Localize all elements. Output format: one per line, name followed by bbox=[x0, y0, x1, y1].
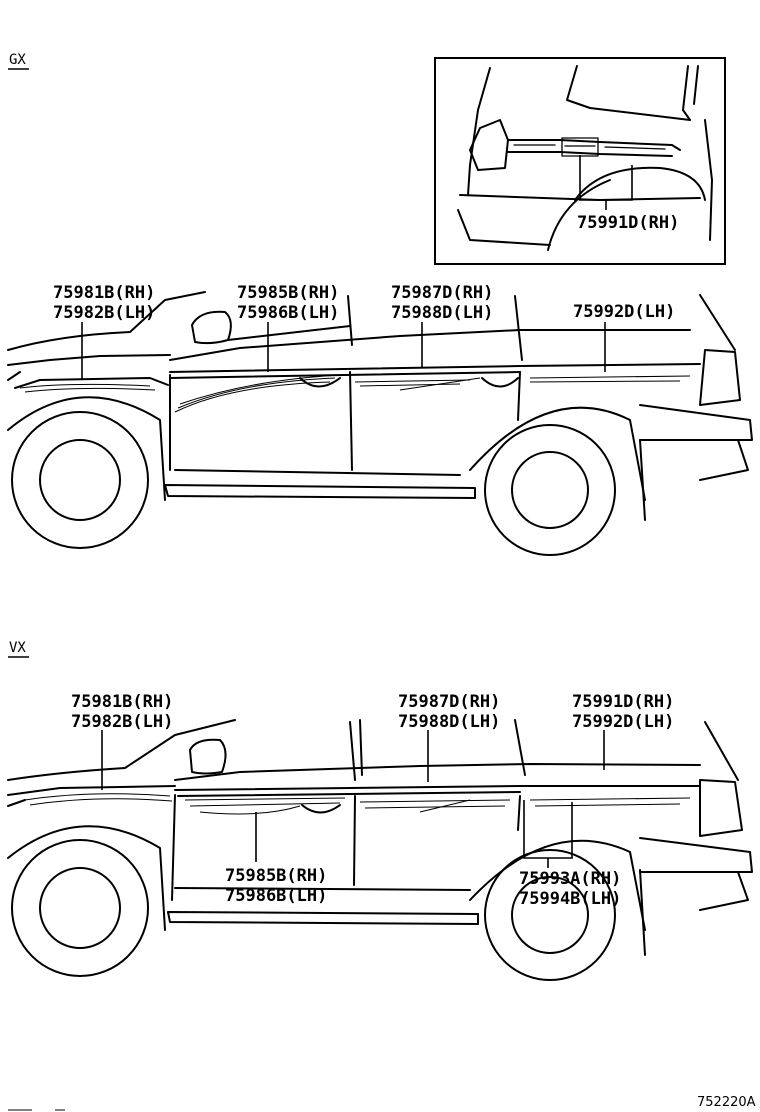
vx-label-2-line2: 75988D(LH) bbox=[398, 712, 500, 732]
gx-label-4-line1: 75992D(LH) bbox=[573, 302, 675, 322]
vx-label-5-line2: 75994B(LH) bbox=[519, 889, 621, 909]
gx-label-3-line1: 75987D(RH) bbox=[391, 283, 493, 303]
vx-section: VX bbox=[7, 640, 753, 981]
figure-reference: 752220A bbox=[697, 1095, 756, 1110]
vx-label-3-line1: 75991D(RH) bbox=[572, 692, 674, 712]
vx-label-5-line1: 75993A(RH) bbox=[519, 869, 621, 889]
vx-label-1-line1: 75981B(RH) bbox=[71, 692, 173, 712]
gx-label-2-line1: 75985B(RH) bbox=[237, 283, 339, 303]
gx-section: GX 75991D(RH) bbox=[7, 52, 753, 556]
vx-label-3-line2: 75992D(LH) bbox=[572, 712, 674, 732]
gx-label-3-line2: 75988D(LH) bbox=[391, 303, 493, 323]
inset-part-label: 75991D(RH) bbox=[577, 213, 679, 233]
gx-label-1-line2: 75982B(LH) bbox=[53, 303, 155, 323]
gx-inset-view: 75991D(RH) bbox=[434, 57, 726, 265]
gx-label-2-line2: 75986B(LH) bbox=[237, 303, 339, 323]
gx-label-1-line1: 75981B(RH) bbox=[53, 283, 155, 303]
gx-vehicle-side bbox=[7, 291, 753, 556]
vx-section-label: VX bbox=[9, 640, 26, 656]
vx-label-2-line1: 75987D(RH) bbox=[398, 692, 500, 712]
vx-label-4-line1: 75985B(RH) bbox=[225, 866, 327, 886]
vx-label-1-line2: 75982B(LH) bbox=[71, 712, 173, 732]
inset-frame bbox=[434, 57, 726, 265]
vx-label-4-line2: 75986B(LH) bbox=[225, 886, 327, 906]
gx-section-label: GX bbox=[9, 52, 26, 68]
vx-vehicle-side bbox=[7, 719, 753, 981]
